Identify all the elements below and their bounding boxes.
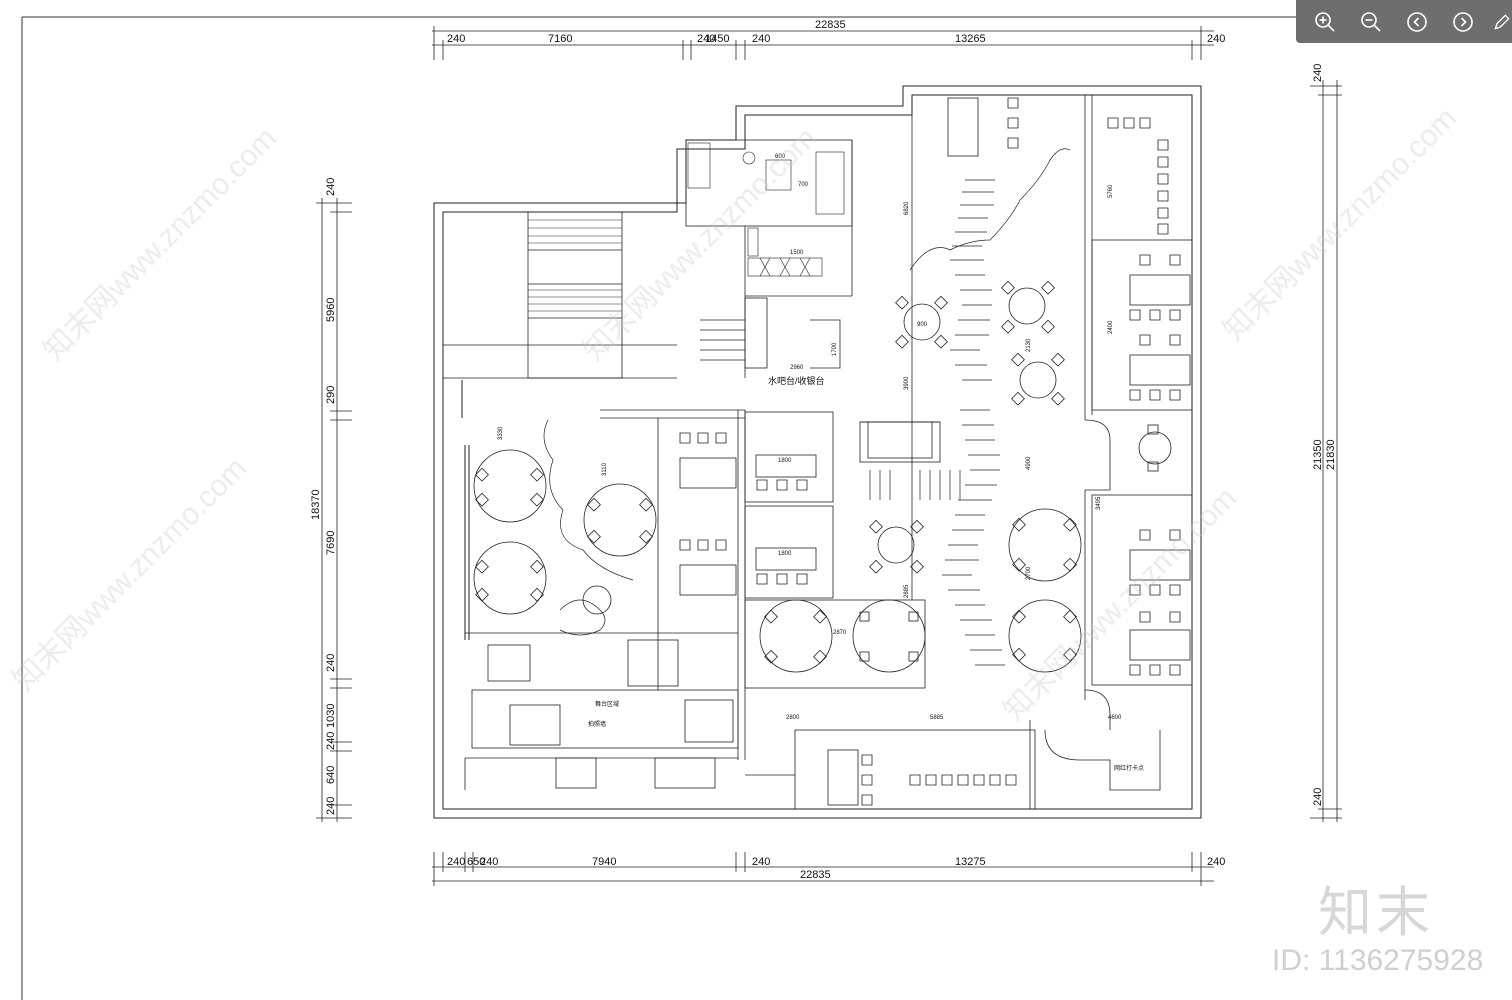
bottom-dim-6: 13275	[955, 856, 986, 868]
bottom-dim-4: 7940	[592, 856, 616, 868]
left-dimension-chain	[316, 198, 352, 822]
zoom-in-icon	[1315, 11, 1335, 32]
round-table	[1008, 508, 1082, 582]
plant-pot	[582, 585, 612, 615]
inner-dim: 2960	[790, 365, 804, 371]
previous-button[interactable]	[1400, 5, 1434, 39]
left-dim-6: 1030	[325, 704, 337, 728]
top-dim-3: 240	[697, 33, 715, 45]
inner-dim: 1800	[778, 458, 792, 464]
round-table	[759, 599, 833, 673]
right-dimension-chain	[1310, 80, 1342, 822]
top-dim-6: 13265	[955, 33, 986, 45]
zoom-out-button[interactable]	[1354, 5, 1388, 39]
round-table	[1138, 431, 1172, 465]
next-button[interactable]	[1446, 5, 1480, 39]
inner-dim: 700	[798, 182, 809, 188]
bottom-dim-5: 240	[752, 856, 770, 868]
bottom-dim-7: 240	[1207, 856, 1225, 868]
top-dim-2: 7160	[548, 33, 572, 45]
right-total-dim-a: 21350	[1312, 439, 1324, 470]
top-total-dim: 22835	[815, 19, 846, 31]
round-table	[903, 303, 941, 341]
wall-accents	[461, 380, 470, 640]
inner-dim: 600	[775, 154, 786, 160]
chevron-right-icon	[1453, 11, 1473, 32]
inner-dim: 3110	[602, 462, 608, 476]
left-total-dim: 18370	[310, 489, 322, 520]
image-id: ID: 1136275928	[1272, 944, 1484, 977]
inner-dim: 2885	[904, 584, 910, 598]
round-table	[473, 449, 547, 523]
inner-dim: 3495	[1096, 496, 1102, 510]
chairs	[475, 280, 1159, 664]
bottom-dim-3: 240	[480, 856, 498, 868]
zoom-out-icon	[1361, 11, 1381, 32]
round-table	[1008, 287, 1046, 325]
inner-dim: 4600	[1108, 715, 1122, 721]
inner-dim: 5760	[1108, 184, 1114, 198]
right-dim-1: 240	[1312, 64, 1324, 82]
left-dim-8: 640	[325, 766, 337, 784]
right-total-dim-b: 21830	[1325, 439, 1337, 470]
rect-tables	[487, 97, 1191, 806]
round-table	[583, 483, 657, 557]
round-table	[877, 526, 915, 564]
photo-wall-label: 拍照墙	[588, 720, 606, 728]
inner-dim: 2800	[786, 715, 800, 721]
round-table	[852, 599, 926, 673]
top-dim-5: 240	[752, 33, 770, 45]
inner-dim: 2400	[1108, 320, 1114, 334]
bottom-total-dim: 22835	[800, 869, 831, 881]
inner-dim: 1700	[832, 342, 838, 356]
inner-dim: 4900	[1026, 456, 1032, 470]
inner-dim: 3330	[498, 426, 504, 440]
inner-dim: 2130	[1026, 338, 1032, 352]
left-dim-4: 7690	[325, 531, 337, 555]
viewer-toolbar	[1296, 0, 1512, 43]
left-dim-9: 240	[325, 797, 337, 815]
bar-cashier-label: 水吧台/收银台	[768, 375, 825, 386]
stage-area-label: 舞台区域	[595, 700, 619, 708]
top-dim-4: 1450	[705, 33, 729, 45]
bottom-dimension-chain	[432, 852, 1214, 886]
inner-dim: 2870	[833, 630, 847, 636]
outer-walls	[433, 85, 1202, 819]
round-table	[473, 541, 547, 615]
inner-dim: 5885	[930, 715, 944, 721]
checkin-point-label: 网红打卡点	[1114, 764, 1144, 772]
left-dim-3: 290	[325, 386, 337, 404]
inner-dim: 2700	[1026, 566, 1032, 580]
brand-logo: 知末	[1318, 881, 1434, 944]
inner-dim: 6820	[904, 201, 910, 215]
top-dim-1: 240	[447, 33, 465, 45]
left-dim-5: 240	[325, 654, 337, 672]
left-dim-2: 5960	[325, 298, 337, 322]
round-table	[1008, 599, 1082, 673]
top-dimension-chain	[432, 26, 1214, 60]
interior-partitions	[443, 95, 1193, 810]
kitchen-equipment	[687, 142, 845, 277]
left-dim-1: 240	[325, 178, 337, 196]
inner-dim: 1500	[790, 250, 804, 256]
inner-dim: 3900	[904, 376, 910, 390]
left-dim-7: 240	[325, 732, 337, 750]
bottom-dim-2: 650	[467, 856, 485, 868]
zoom-in-button[interactable]	[1308, 5, 1342, 39]
inner-dim: 900	[917, 322, 928, 328]
right-dim-2: 240	[1312, 788, 1324, 806]
bottom-dim-1: 240	[447, 856, 465, 868]
edit-button[interactable]	[1492, 5, 1512, 39]
chevron-left-icon	[1407, 11, 1427, 32]
pencil-icon	[1494, 13, 1510, 30]
top-dim-7: 240	[1207, 33, 1225, 45]
inner-dim: 1800	[778, 551, 792, 557]
round-table	[1019, 361, 1057, 399]
pebble-path	[543, 148, 1071, 666]
